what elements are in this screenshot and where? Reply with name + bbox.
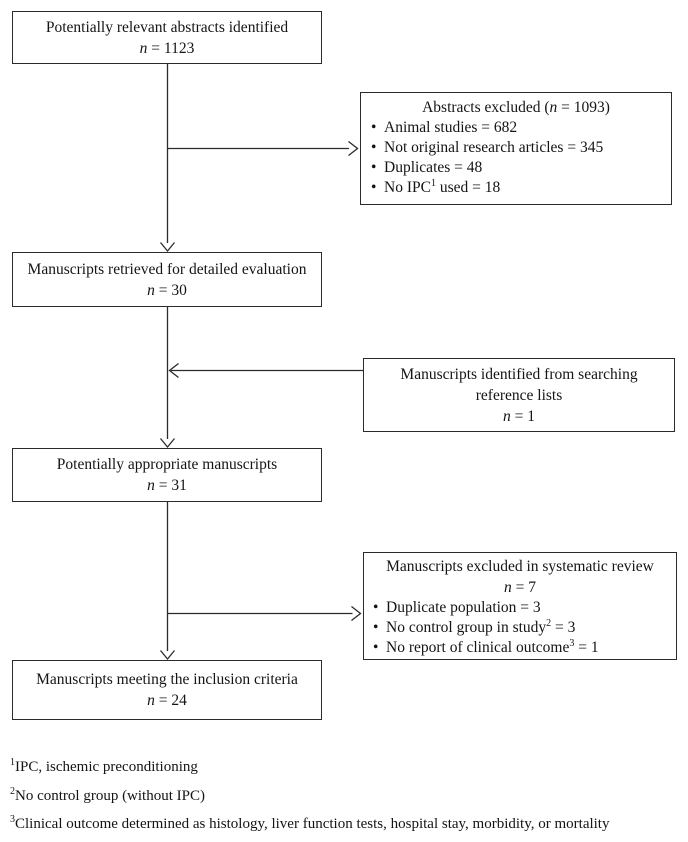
count-line: n = 7: [504, 579, 536, 596]
bullet-icon: •: [373, 639, 379, 656]
count-line: n = 31: [147, 477, 187, 494]
footnote-2: 2No control group (without IPC): [10, 785, 205, 804]
exclusion-reason-not-original: • Not original research articles = 345: [371, 139, 604, 156]
box-title: Manuscripts retrieved for detailed evalu…: [27, 260, 307, 278]
footnote-1: 1IPC, ischemic preconditioning: [10, 757, 198, 776]
footnote-ref-1: 1: [430, 177, 436, 189]
bullet-icon: •: [371, 179, 377, 196]
footnotes: 1IPC, ischemic preconditioning 2No contr…: [10, 756, 686, 842]
exclusion-reason-no-ipc: • No IPC1 used = 18: [371, 177, 501, 196]
box-title-line2: reference lists: [475, 386, 563, 404]
bullet-icon: •: [371, 159, 377, 176]
connector-to-abstracts-excluded: [167, 140, 359, 157]
bullet-icon: •: [373, 619, 379, 636]
box-title: Potentially relevant abstracts identifie…: [45, 18, 289, 36]
box-abstracts-excluded: Abstracts excluded (n = 1093) • Animal s…: [360, 92, 672, 205]
box-title: Abstracts excluded (n = 1093): [422, 99, 610, 116]
exclusion-reason-no-clinical-outcome: • No report of clinical outcome3 = 1: [373, 637, 599, 656]
count-line: n = 30: [147, 281, 187, 299]
connector-reference-to-mainline: [168, 362, 363, 379]
bullet-icon: •: [371, 139, 377, 156]
count-line: n = 1123: [139, 39, 195, 57]
exclusion-reason-duplicates: • Duplicates = 48: [371, 159, 483, 176]
exclusion-reason-no-control-group: • No control group in study2 = 3: [373, 617, 576, 636]
count-line: n = 24: [147, 692, 187, 709]
connector-appropriate-to-inclusion: [159, 502, 176, 661]
box-appropriate-manuscripts: Potentially appropriate manuscripts n = …: [12, 448, 322, 502]
bullet-icon: •: [373, 599, 379, 616]
box-title: Manuscripts meeting the inclusion criter…: [36, 671, 298, 688]
box-abstracts-identified: Potentially relevant abstracts identifie…: [12, 11, 322, 64]
footnote-ref-3: 3: [569, 637, 575, 649]
connector-to-excluded-review: [167, 605, 362, 622]
exclusion-reason-duplicate-population: • Duplicate population = 3: [373, 599, 541, 616]
box-inclusion-criteria: Manuscripts meeting the inclusion criter…: [12, 660, 322, 720]
box-manuscripts-retrieved: Manuscripts retrieved for detailed evalu…: [12, 252, 322, 307]
count-line: n = 1: [503, 407, 535, 425]
connector-identified-to-retrieved: [159, 64, 176, 253]
box-excluded-systematic-review: Manuscripts excluded in systematic revie…: [363, 552, 677, 660]
box-title: Potentially appropriate manuscripts: [56, 456, 278, 473]
footnote-3: 3Clinical outcome determined as histolog…: [10, 814, 610, 833]
box-reference-lists: Manuscripts identified from searching re…: [363, 358, 675, 432]
bullet-icon: •: [371, 119, 377, 136]
box-title: Manuscripts excluded in systematic revie…: [386, 558, 654, 575]
footnote-ref-2: 2: [546, 617, 552, 629]
box-title-line1: Manuscripts identified from searching: [400, 365, 638, 383]
exclusion-reason-animal-studies: • Animal studies = 682: [371, 119, 518, 136]
connector-retrieved-to-appropriate: [159, 307, 176, 449]
